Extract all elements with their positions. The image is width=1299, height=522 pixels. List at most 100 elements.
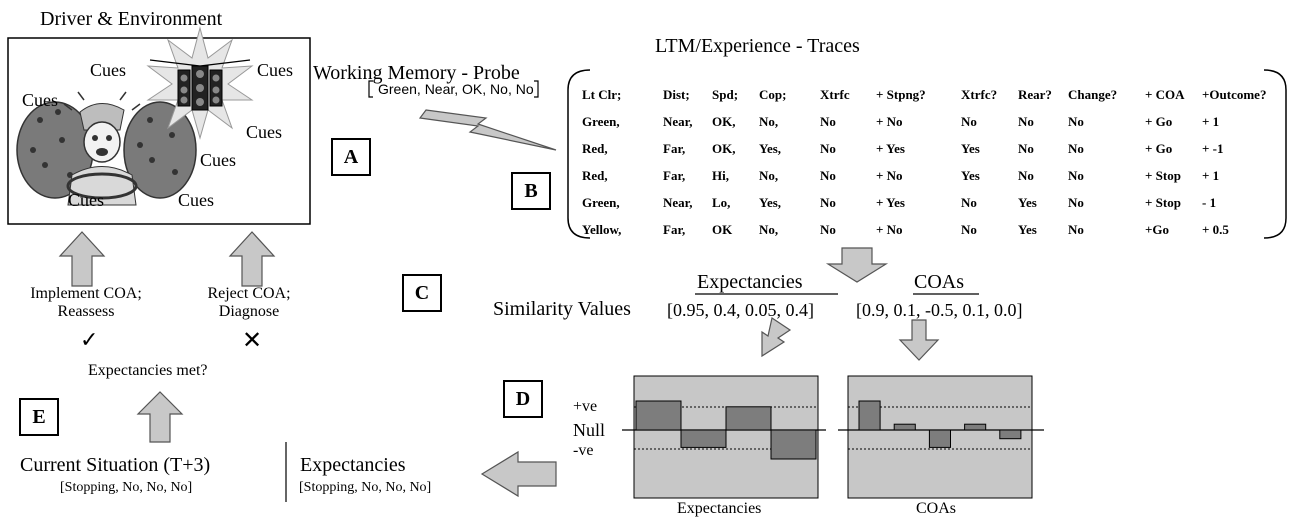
ltm-trace-cell: No [820,114,836,129]
expectancies-output-values: [Stopping, No, No, No] [299,480,432,495]
ltm-trace-cell: Yes [1018,195,1037,210]
ltm-trace-cell: + 1 [1202,114,1220,129]
ltm-header-cell: + Stpng? [876,87,926,102]
ltm-trace-cell: OK, [712,114,736,129]
cloud-right-icon [123,101,197,199]
coas-chart-arrow [898,319,940,361]
ltm-trace-cell: + Go [1145,141,1173,156]
coas-bar-5 [999,429,1022,440]
coas-heading: COAs [914,271,965,293]
ltm-header-cell: + COA [1145,87,1185,102]
coas-bars [858,400,1022,448]
reject-up-arrow [228,231,276,287]
ltm-trace-cell: No [820,141,836,156]
cue-label: Cues [68,190,104,210]
ltm-header-cell: Rear? [1018,87,1052,102]
expectancies-bars [635,400,817,460]
traffic-light-icon [146,26,254,140]
ltm-trace-cell: No [820,168,836,183]
reject-coa-line1: Reject COA; [207,285,291,302]
cue-label: Cues [178,190,214,210]
ltm-trace-cell: +Go [1145,222,1170,237]
ltm-trace-cell: No [1068,141,1084,156]
coas-bar-1 [858,400,881,431]
ltm-header-cell: Cop; [759,87,787,102]
ltm-header-cell: Lt Clr; [582,87,622,102]
ltm-trace-cell: OK [712,222,733,237]
ltm-header-cell: Xtrfc [820,87,850,102]
ltm-trace-cell: Yellow, [582,222,622,237]
reject-coa-line2: Diagnose [218,303,280,320]
cue-label: Cues [200,150,236,170]
ltm-trace-cell: Near, [663,195,693,210]
coas-bar-4 [964,423,987,431]
implement-up-arrow [58,231,106,287]
y-label-positive: +ve [573,398,598,415]
ltm-brace-left [567,69,591,239]
coa-similarity-values: [0.9, 0.1, -0.5, 0.1, 0.0] [856,300,1023,320]
implement-coa-label: Implement COA; Reassess [16,285,156,321]
cue-label: Cues [257,60,293,80]
implement-coa-line1: Implement COA; [30,285,142,302]
current-situation-title: Current Situation (T+3) [20,454,211,476]
ltm-trace-cell: No, [759,114,779,129]
ltm-trace-cell: Green, [582,195,620,210]
expectancies-heading: Expectancies [697,271,803,293]
cross-icon: ✕ [242,326,263,354]
ltm-header-cell: Spd; [712,87,739,102]
step-label-a: A [331,138,371,176]
expectancies-bar-3 [725,406,772,431]
situation-up-arrow [136,391,184,443]
cue-label: Cues [90,60,126,80]
ltm-trace-cell: + 0.5 [1202,222,1229,237]
ltm-trace-cell: Far, [663,141,686,156]
probe-bracket-right [534,80,539,98]
ltm-trace-cell: Yes [1018,222,1037,237]
y-label-negative: -ve [573,442,594,459]
ltm-trace-cell: + Yes [876,141,905,156]
ltm-trace-cell: No [1068,168,1084,183]
ltm-trace-cell: Red, [582,141,608,156]
step-label-d: D [503,380,543,418]
current-situation-values: [Stopping, No, No, No] [60,480,193,495]
coas-bar-2 [893,423,916,431]
ltm-trace-cell: No [961,114,977,129]
ltm-trace-cell: No [1018,141,1034,156]
expectancy-similarity-values: [0.95, 0.4, 0.05, 0.4] [667,300,814,320]
ltm-trace-cell: No [961,222,977,237]
reject-coa-label: Reject COA; Diagnose [190,285,308,321]
ltm-trace-cell: + No [876,168,903,183]
check-icon: ✓ [80,328,99,353]
ltm-trace-cell: Hi, [712,168,729,183]
implement-coa-line2: Reassess [57,303,115,320]
step-label-b: B [511,172,551,210]
ltm-brace-right [1263,69,1287,239]
ltm-trace-cell: - 1 [1202,195,1217,210]
expectancies-met-question: Expectancies met? [88,362,208,379]
coas-chart-title: COAs [916,500,957,517]
coas-bar-3 [928,429,952,448]
ltm-header-cell: Dist; [663,87,690,102]
ltm-trace-cell: Far, [663,168,686,183]
ltm-trace-cell: No [1018,168,1034,183]
ltm-trace-cell: Far, [663,222,686,237]
ltm-trace-cell: + Yes [876,195,905,210]
ltm-trace-cell: + No [876,222,903,237]
ltm-down-arrow [825,247,889,283]
ltm-header-cell: +Outcome? [1202,87,1267,102]
ltm-trace-cell: Yes, [759,141,782,156]
probe-bracket-left [368,80,373,98]
ltm-trace-cell: + -1 [1202,141,1224,156]
ltm-trace-cell: Lo, [712,195,731,210]
ltm-trace-cell: Yes [961,168,980,183]
ltm-header-cell: Change? [1068,87,1118,102]
step-label-c: C [402,274,442,312]
working-memory-title: Working Memory - Probe [313,62,520,84]
ltm-trace-cell: No [961,195,977,210]
ltm-trace-cell: Green, [582,114,620,129]
probe-values: Green, Near, OK, No, No [378,81,534,97]
ltm-trace-cell: No [1018,114,1034,129]
expectancies-bar-2 [680,429,727,448]
ltm-trace-cell: + Stop [1145,168,1181,183]
